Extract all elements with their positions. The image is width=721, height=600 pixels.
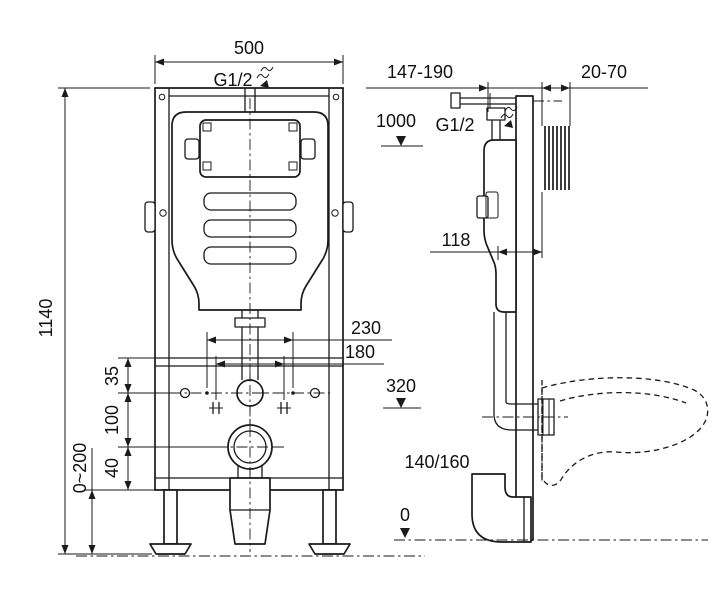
side-view: 147-190 20-70 G1/2 118 140/160 0 xyxy=(366,62,709,543)
inlet-size-label-side: G1/2 xyxy=(435,115,474,135)
dim-width-500: 500 xyxy=(234,38,264,58)
water-supply-icon xyxy=(500,106,518,128)
level-1000: 1000 xyxy=(376,111,423,147)
drain-elbow-side xyxy=(471,473,532,543)
frame-outline xyxy=(144,87,354,491)
dim-100: 100 xyxy=(102,405,122,435)
right-wall-bracket xyxy=(342,201,354,233)
dim-35: 35 xyxy=(102,366,122,386)
centerlines-front xyxy=(76,98,425,557)
floor-level-mark: 0 xyxy=(394,505,708,541)
dim-leg-range: 0~200 xyxy=(70,443,96,554)
level-320: 320 xyxy=(383,376,421,409)
dim-depth-range: 147-190 xyxy=(387,62,453,82)
frame-rail-side xyxy=(515,95,534,541)
left-wall-bracket xyxy=(144,201,156,233)
dim-118: 118 xyxy=(442,230,471,250)
dim-height: 1140 xyxy=(36,87,152,555)
dim-width: 500 xyxy=(154,38,344,84)
front-view: 500 1140 1000 G1/2 xyxy=(36,38,425,557)
dim-leg-range-label: 0~200 xyxy=(70,443,90,494)
dim-depth-top: 147-190 20-70 xyxy=(366,62,648,126)
dim-chain-left: 35 100 40 xyxy=(84,357,226,491)
dim-40: 40 xyxy=(102,458,122,478)
adjustable-legs xyxy=(149,489,351,555)
dim-180: 180 xyxy=(345,342,375,362)
dim-230: 230 xyxy=(351,318,381,338)
water-supply-icon xyxy=(256,66,274,88)
wall-bracket-top xyxy=(450,92,562,109)
dim-wall-thickness: 20-70 xyxy=(581,62,627,82)
dim-height-1140: 1140 xyxy=(36,299,56,338)
dim-118-group: 118 xyxy=(430,192,543,260)
inlet-label-front: G1/2 xyxy=(213,66,274,90)
toilet-bowl-outline xyxy=(541,377,709,487)
level-320-label: 320 xyxy=(386,376,416,396)
wall-section-hatch xyxy=(542,126,570,190)
level-0-label: 0 xyxy=(400,505,410,525)
dim-fixings: 230 180 xyxy=(206,318,392,400)
label-outlet-sizes: 140/160 xyxy=(404,452,469,472)
cistern-side xyxy=(476,139,517,313)
inlet-valve-side xyxy=(486,107,506,140)
inlet-size-label: G1/2 xyxy=(213,70,252,90)
level-1000-label: 1000 xyxy=(376,111,416,131)
inlet-label-side: G1/2 xyxy=(435,106,518,135)
